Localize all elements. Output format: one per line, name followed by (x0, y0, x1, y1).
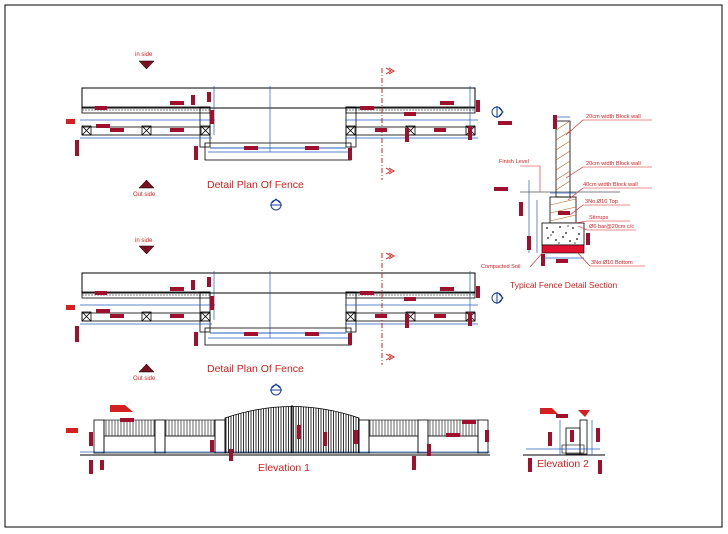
label-outside-1: Out side (133, 192, 156, 198)
note-stirrup-spacing: Ø6 bar@20cm c/c (589, 224, 634, 230)
note-block-wall-20b: 20cm width Block wall (586, 161, 641, 167)
section-title: Typical Fence Detail Section (510, 280, 618, 290)
note-stirrups: Stirrups (589, 215, 608, 221)
plan-1-gate (204, 142, 352, 161)
note-compacted-soil: Compacted Soil (481, 264, 521, 270)
note-top-bars: 3No.Ø10 Top (585, 199, 618, 205)
section-marker-right-icon (491, 106, 504, 118)
outside-arrow-1 (138, 179, 155, 189)
elevation-2: Elevation 2 (523, 408, 605, 474)
title-plan-1: Detail Plan Of Fence (207, 179, 304, 191)
note-finish-level: Finish Level (499, 159, 529, 165)
detail-plan-2 (66, 252, 480, 365)
outside-arrow-2 (138, 363, 155, 373)
label-inside-2: in side (135, 238, 153, 244)
note-block-wall-20a: 20cm width Block wall (586, 114, 641, 120)
typical-fence-detail-section: 20cm width Block wall Finish Level 20cm … (481, 114, 652, 290)
sheet-border (4, 4, 723, 528)
section-marker-icon (270, 383, 282, 396)
title-plan-2: Detail Plan Of Fence (207, 363, 304, 375)
label-outside-2: Out side (133, 376, 156, 382)
section-marker-right-icon (491, 292, 504, 304)
detail-plan-1 (66, 67, 480, 180)
inside-arrow-2 (138, 245, 155, 255)
plan-1-outline (81, 87, 476, 109)
elevation-1: Elevation 1 (66, 405, 490, 474)
title-elevation-1: Elevation 1 (258, 462, 310, 474)
note-bottom-bars: 3No.Ø10 Bottom (591, 260, 633, 266)
label-inside-1: in side (135, 52, 153, 58)
note-block-wall-40: 40cm width Block wall (583, 182, 638, 188)
section-marker-icon (270, 198, 282, 211)
inside-arrow-1 (138, 60, 155, 70)
title-elevation-2: Elevation 2 (537, 458, 589, 470)
